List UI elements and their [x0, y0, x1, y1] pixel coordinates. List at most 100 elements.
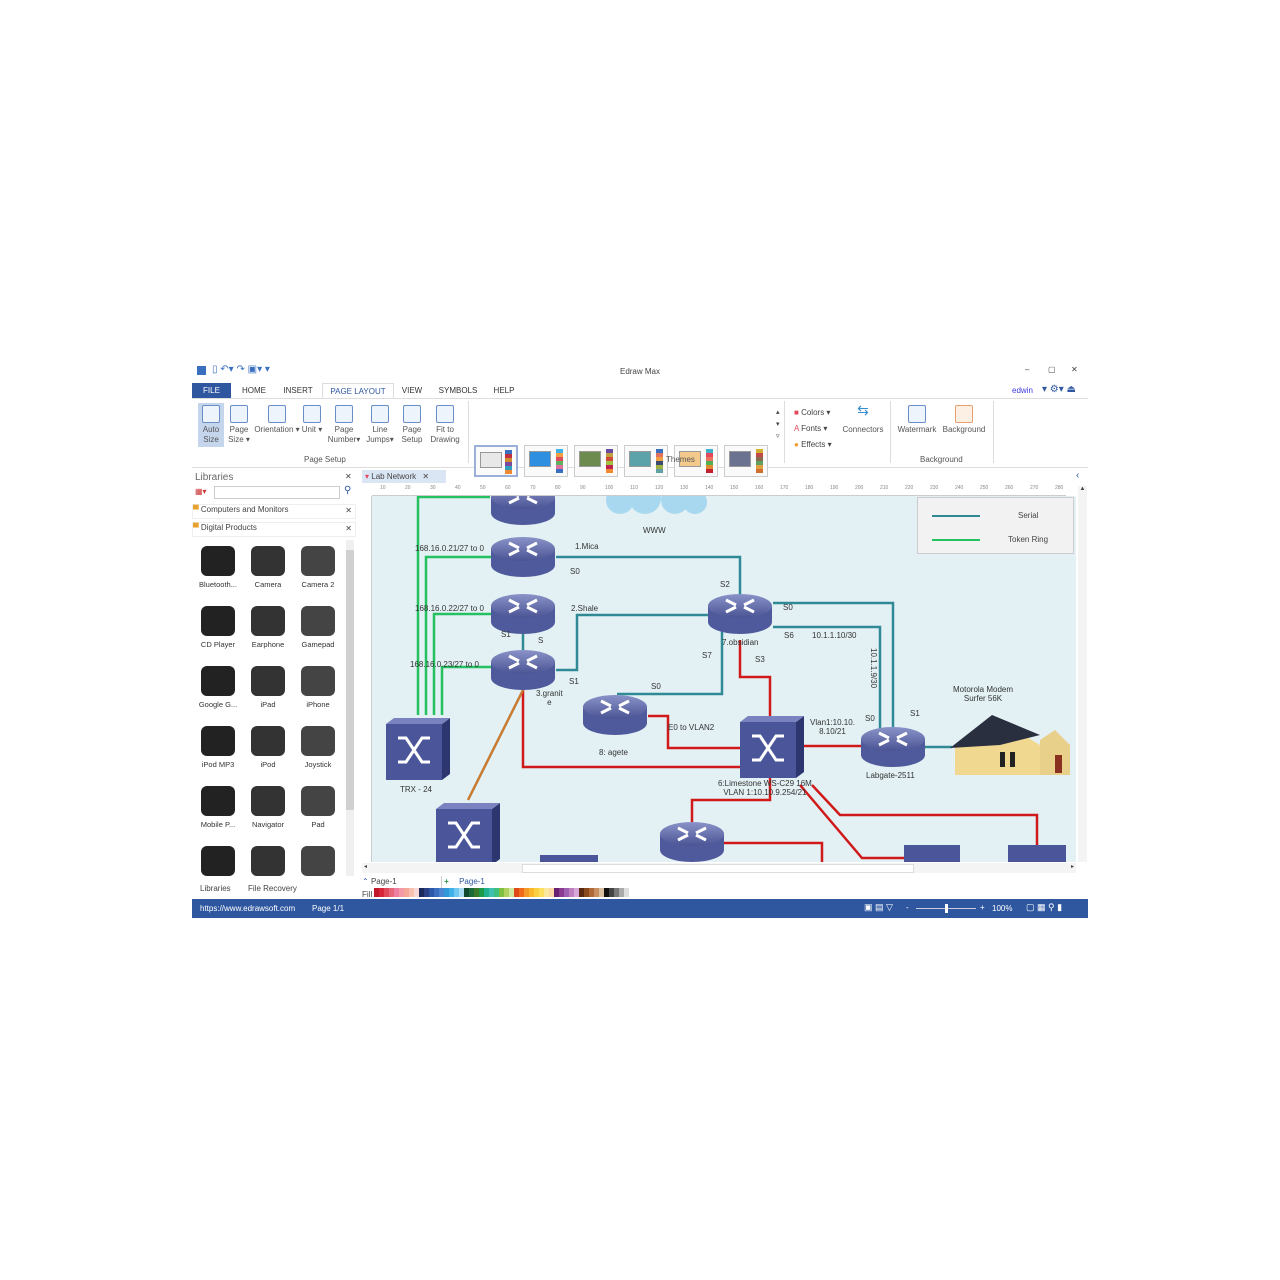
settings-gear-icon[interactable]: ▾ ⚙▾ ⏏	[1042, 384, 1077, 395]
vertical-scrollbar[interactable]: ▲	[1078, 486, 1087, 862]
color-swatch[interactable]	[414, 888, 420, 897]
color-swatch[interactable]	[499, 888, 505, 897]
close-button[interactable]: ✕	[1071, 365, 1078, 374]
color-swatch[interactable]	[419, 888, 425, 897]
library-shape[interactable]: Earphone	[243, 606, 293, 649]
color-swatch[interactable]	[384, 888, 390, 897]
quick-access-icons[interactable]: ▯ ↶▾ ↷ ▣▾ ▾	[212, 364, 270, 375]
page-size-button[interactable]: Page Size ▾	[226, 405, 252, 445]
theme-option[interactable]	[674, 445, 718, 477]
color-swatch[interactable]	[484, 888, 490, 897]
color-swatch[interactable]	[469, 888, 475, 897]
website-link[interactable]: https://www.edrawsoft.com	[200, 904, 296, 913]
view-mode-icons[interactable]: ▣ ▤ ▽	[864, 902, 893, 912]
color-swatch[interactable]	[429, 888, 435, 897]
color-swatch[interactable]	[394, 888, 400, 897]
color-swatch[interactable]	[409, 888, 415, 897]
collapse-panel-icon[interactable]: ‹	[1076, 470, 1080, 481]
color-swatch[interactable]	[449, 888, 455, 897]
color-swatch[interactable]	[574, 888, 580, 897]
color-swatch[interactable]	[489, 888, 495, 897]
library-shape[interactable]: Pad	[293, 786, 343, 829]
color-swatch[interactable]	[379, 888, 385, 897]
library-shape[interactable]: Gamepad	[293, 606, 343, 649]
page-setup-button[interactable]: Page Setup	[398, 405, 426, 445]
color-swatch[interactable]	[619, 888, 625, 897]
user-name[interactable]: edwin	[1012, 386, 1033, 395]
maximize-button[interactable]: ▢	[1048, 365, 1056, 374]
close-category-icon[interactable]: ✕	[345, 506, 352, 515]
library-shape[interactable]: Mobile P...	[193, 786, 243, 829]
color-swatch[interactable]	[424, 888, 430, 897]
fonts-button[interactable]: A Fonts ▾	[794, 421, 832, 437]
effects-button[interactable]: ● Effects ▾	[794, 437, 832, 453]
category-computers-and-monitors[interactable]: ▀ Computers and Monitors✕	[192, 504, 356, 519]
library-shape[interactable]: Bluetooth...	[193, 546, 243, 589]
library-shape[interactable]: iPod MP3	[193, 726, 243, 769]
color-swatch[interactable]	[439, 888, 445, 897]
zoom-out-button[interactable]: -	[906, 903, 909, 912]
tab-help[interactable]: HELP	[493, 386, 515, 395]
close-category-icon[interactable]: ✕	[345, 524, 352, 533]
zoom-in-button[interactable]: +	[980, 903, 985, 912]
library-shape[interactable]: iPod	[243, 726, 293, 769]
orientation-button[interactable]: Orientation ▾	[254, 405, 300, 435]
color-swatch[interactable]	[434, 888, 440, 897]
library-shape[interactable]	[293, 846, 343, 880]
themes-scroll-buttons[interactable]: ▴▾▿	[776, 409, 780, 440]
tab-file[interactable]: FILE	[192, 383, 231, 398]
document-tab[interactable]: ▾ Lab Network ✕	[362, 470, 446, 483]
color-swatch[interactable]	[554, 888, 560, 897]
horizontal-scrollbar[interactable]: ◂▸	[362, 863, 1076, 873]
library-shape[interactable]	[243, 846, 293, 880]
color-swatch[interactable]	[474, 888, 480, 897]
color-swatch[interactable]	[599, 888, 605, 897]
color-swatch[interactable]	[614, 888, 620, 897]
color-swatch[interactable]	[604, 888, 610, 897]
theme-option[interactable]	[624, 445, 668, 477]
color-swatch[interactable]	[399, 888, 405, 897]
page-number-button[interactable]: Page Number▾	[326, 405, 362, 445]
library-shape[interactable]: iPhone	[293, 666, 343, 709]
theme-option[interactable]	[724, 445, 768, 477]
library-scrollbar[interactable]	[346, 540, 354, 876]
library-shape[interactable]: Google G...	[193, 666, 243, 709]
color-swatch[interactable]	[454, 888, 460, 897]
library-shape[interactable]: iPad	[243, 666, 293, 709]
watermark-button[interactable]: Watermark	[895, 405, 939, 435]
color-swatch[interactable]	[549, 888, 555, 897]
background-button[interactable]: Background	[940, 405, 988, 435]
color-swatch[interactable]	[559, 888, 565, 897]
colors-button[interactable]: ■ Colors ▾	[794, 405, 832, 421]
page-select[interactable]: Page-1	[371, 876, 442, 888]
color-swatch[interactable]	[464, 888, 470, 897]
connectors-button[interactable]: ⇆Connectors	[840, 403, 886, 435]
color-swatch[interactable]	[374, 888, 380, 897]
color-swatch[interactable]	[594, 888, 600, 897]
library-shape[interactable]	[193, 846, 243, 880]
color-swatch[interactable]	[389, 888, 395, 897]
tab-file-recovery[interactable]: File Recovery	[248, 884, 297, 893]
library-menu-icon[interactable]: ▦▾	[195, 487, 207, 496]
tab-insert[interactable]: INSERT	[283, 386, 313, 395]
tab-page-layout[interactable]: PAGE LAYOUT	[322, 383, 394, 399]
page-tab[interactable]: Page-1	[459, 877, 485, 886]
color-swatch[interactable]	[569, 888, 575, 897]
color-swatch[interactable]	[504, 888, 510, 897]
color-swatch[interactable]	[404, 888, 410, 897]
library-shape[interactable]: Navigator	[243, 786, 293, 829]
collapse-icon[interactable]: ⌃	[362, 877, 369, 886]
color-swatch[interactable]	[444, 888, 450, 897]
color-swatch[interactable]	[609, 888, 615, 897]
fit-page-icons[interactable]: ▢ ▦ ⚲ ▮	[1026, 902, 1063, 912]
add-page-button[interactable]: +	[444, 877, 449, 886]
color-swatch[interactable]	[494, 888, 500, 897]
tab-libraries[interactable]: Libraries	[200, 884, 231, 893]
tab-view[interactable]: VIEW	[401, 386, 423, 395]
color-swatch[interactable]	[459, 888, 465, 897]
color-swatch[interactable]	[544, 888, 550, 897]
tab-home[interactable]: HOME	[242, 386, 266, 395]
fit-to-drawing-button[interactable]: Fit to Drawing	[428, 405, 462, 445]
library-search-input[interactable]	[214, 486, 340, 499]
auto-size-button[interactable]: Auto Size	[198, 403, 224, 447]
